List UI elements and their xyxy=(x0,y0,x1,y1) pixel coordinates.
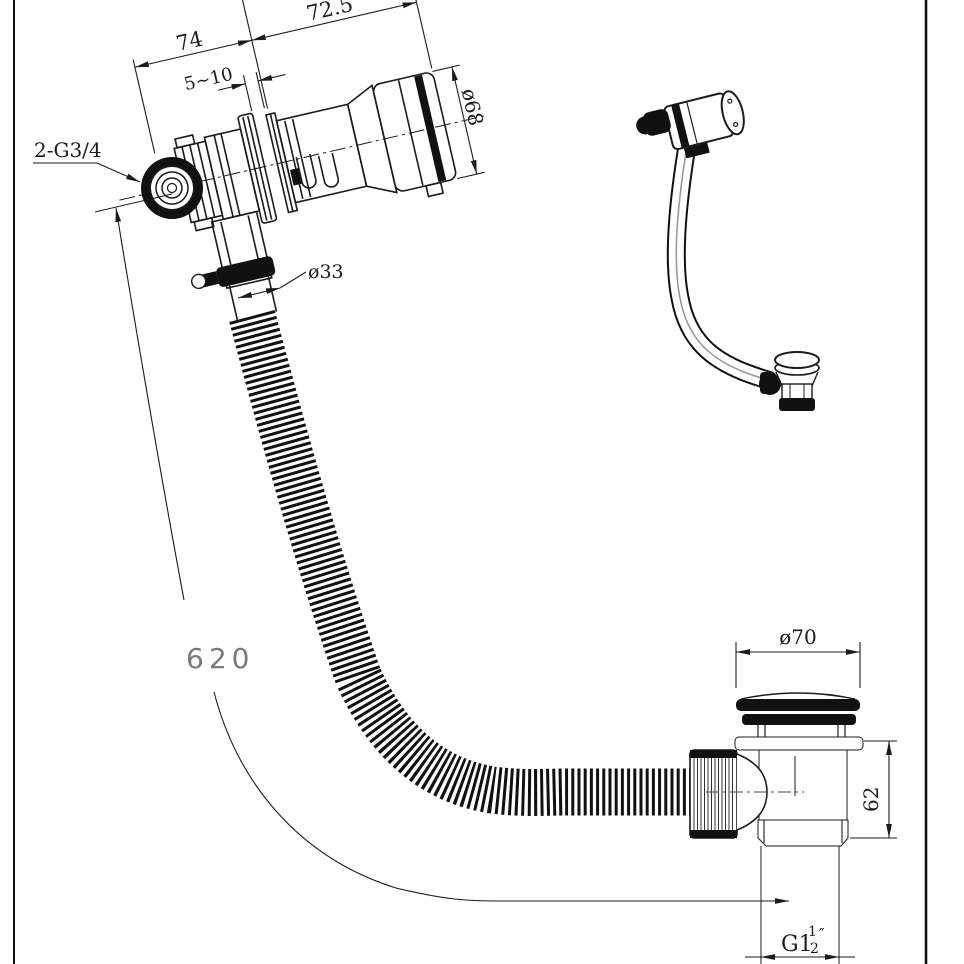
dim-hose-diameter xyxy=(237,271,307,299)
assembly-3d-overview xyxy=(636,90,820,411)
tail-thread-denominator: 2 xyxy=(810,941,819,957)
dim-knob-diameter-label: ø68 xyxy=(457,86,489,128)
hose-spigot xyxy=(190,210,278,321)
main-assembly-side-view: 74 72.5 5∼10 ø68 xyxy=(119,0,489,321)
dim-hose-length-label: 620 xyxy=(186,642,254,675)
tail-thread-numerator: 1 xyxy=(808,924,817,940)
clamp-plate xyxy=(265,112,299,214)
dim-wall-range xyxy=(218,71,286,112)
dim-hose-diameter-label: ø33 xyxy=(308,261,344,283)
corrugated-hose xyxy=(229,310,690,816)
dim-hose-length xyxy=(94,193,789,904)
overflow-slot xyxy=(317,152,340,188)
knob-tab xyxy=(425,181,445,198)
dim-body-height xyxy=(850,740,897,839)
waste-body xyxy=(734,736,864,821)
overflow-slot xyxy=(295,153,317,189)
overflow-ring xyxy=(141,157,203,219)
dim-wall-range-label: 5∼10 xyxy=(182,64,235,96)
control-knob xyxy=(372,72,457,198)
valve-housing xyxy=(275,83,398,204)
hose-nut xyxy=(689,749,768,839)
dim-knob-diameter xyxy=(432,64,485,180)
dim-body-height-label: 62 xyxy=(859,787,883,812)
hose-clamp-band xyxy=(216,256,276,287)
overview-valve-head xyxy=(636,90,745,159)
tail-thread-inch-mark: ″ xyxy=(819,925,825,943)
hose-clamp-screw-head xyxy=(190,273,207,290)
dim-cap-diameter-label: ø70 xyxy=(779,625,817,649)
overview-waste-fitting xyxy=(759,351,820,411)
tail-thread-prefix: G1 xyxy=(781,932,813,957)
wall-flange xyxy=(237,112,278,224)
waste-cap xyxy=(736,692,860,737)
pop-up-waste-front-view: ø70 xyxy=(689,625,897,964)
dim-74-and-72-5 xyxy=(132,0,433,154)
dim-cap-diameter xyxy=(735,642,861,688)
overview-inlet-cap xyxy=(636,116,655,135)
waste-tailpiece xyxy=(757,819,849,964)
dim-74-label: 74 xyxy=(174,27,205,56)
housing-cone xyxy=(346,83,398,194)
overview-tube xyxy=(666,138,774,391)
overflow-thread-label: 2-G3/4 xyxy=(34,138,102,162)
overflow-thread-callout xyxy=(33,162,141,183)
